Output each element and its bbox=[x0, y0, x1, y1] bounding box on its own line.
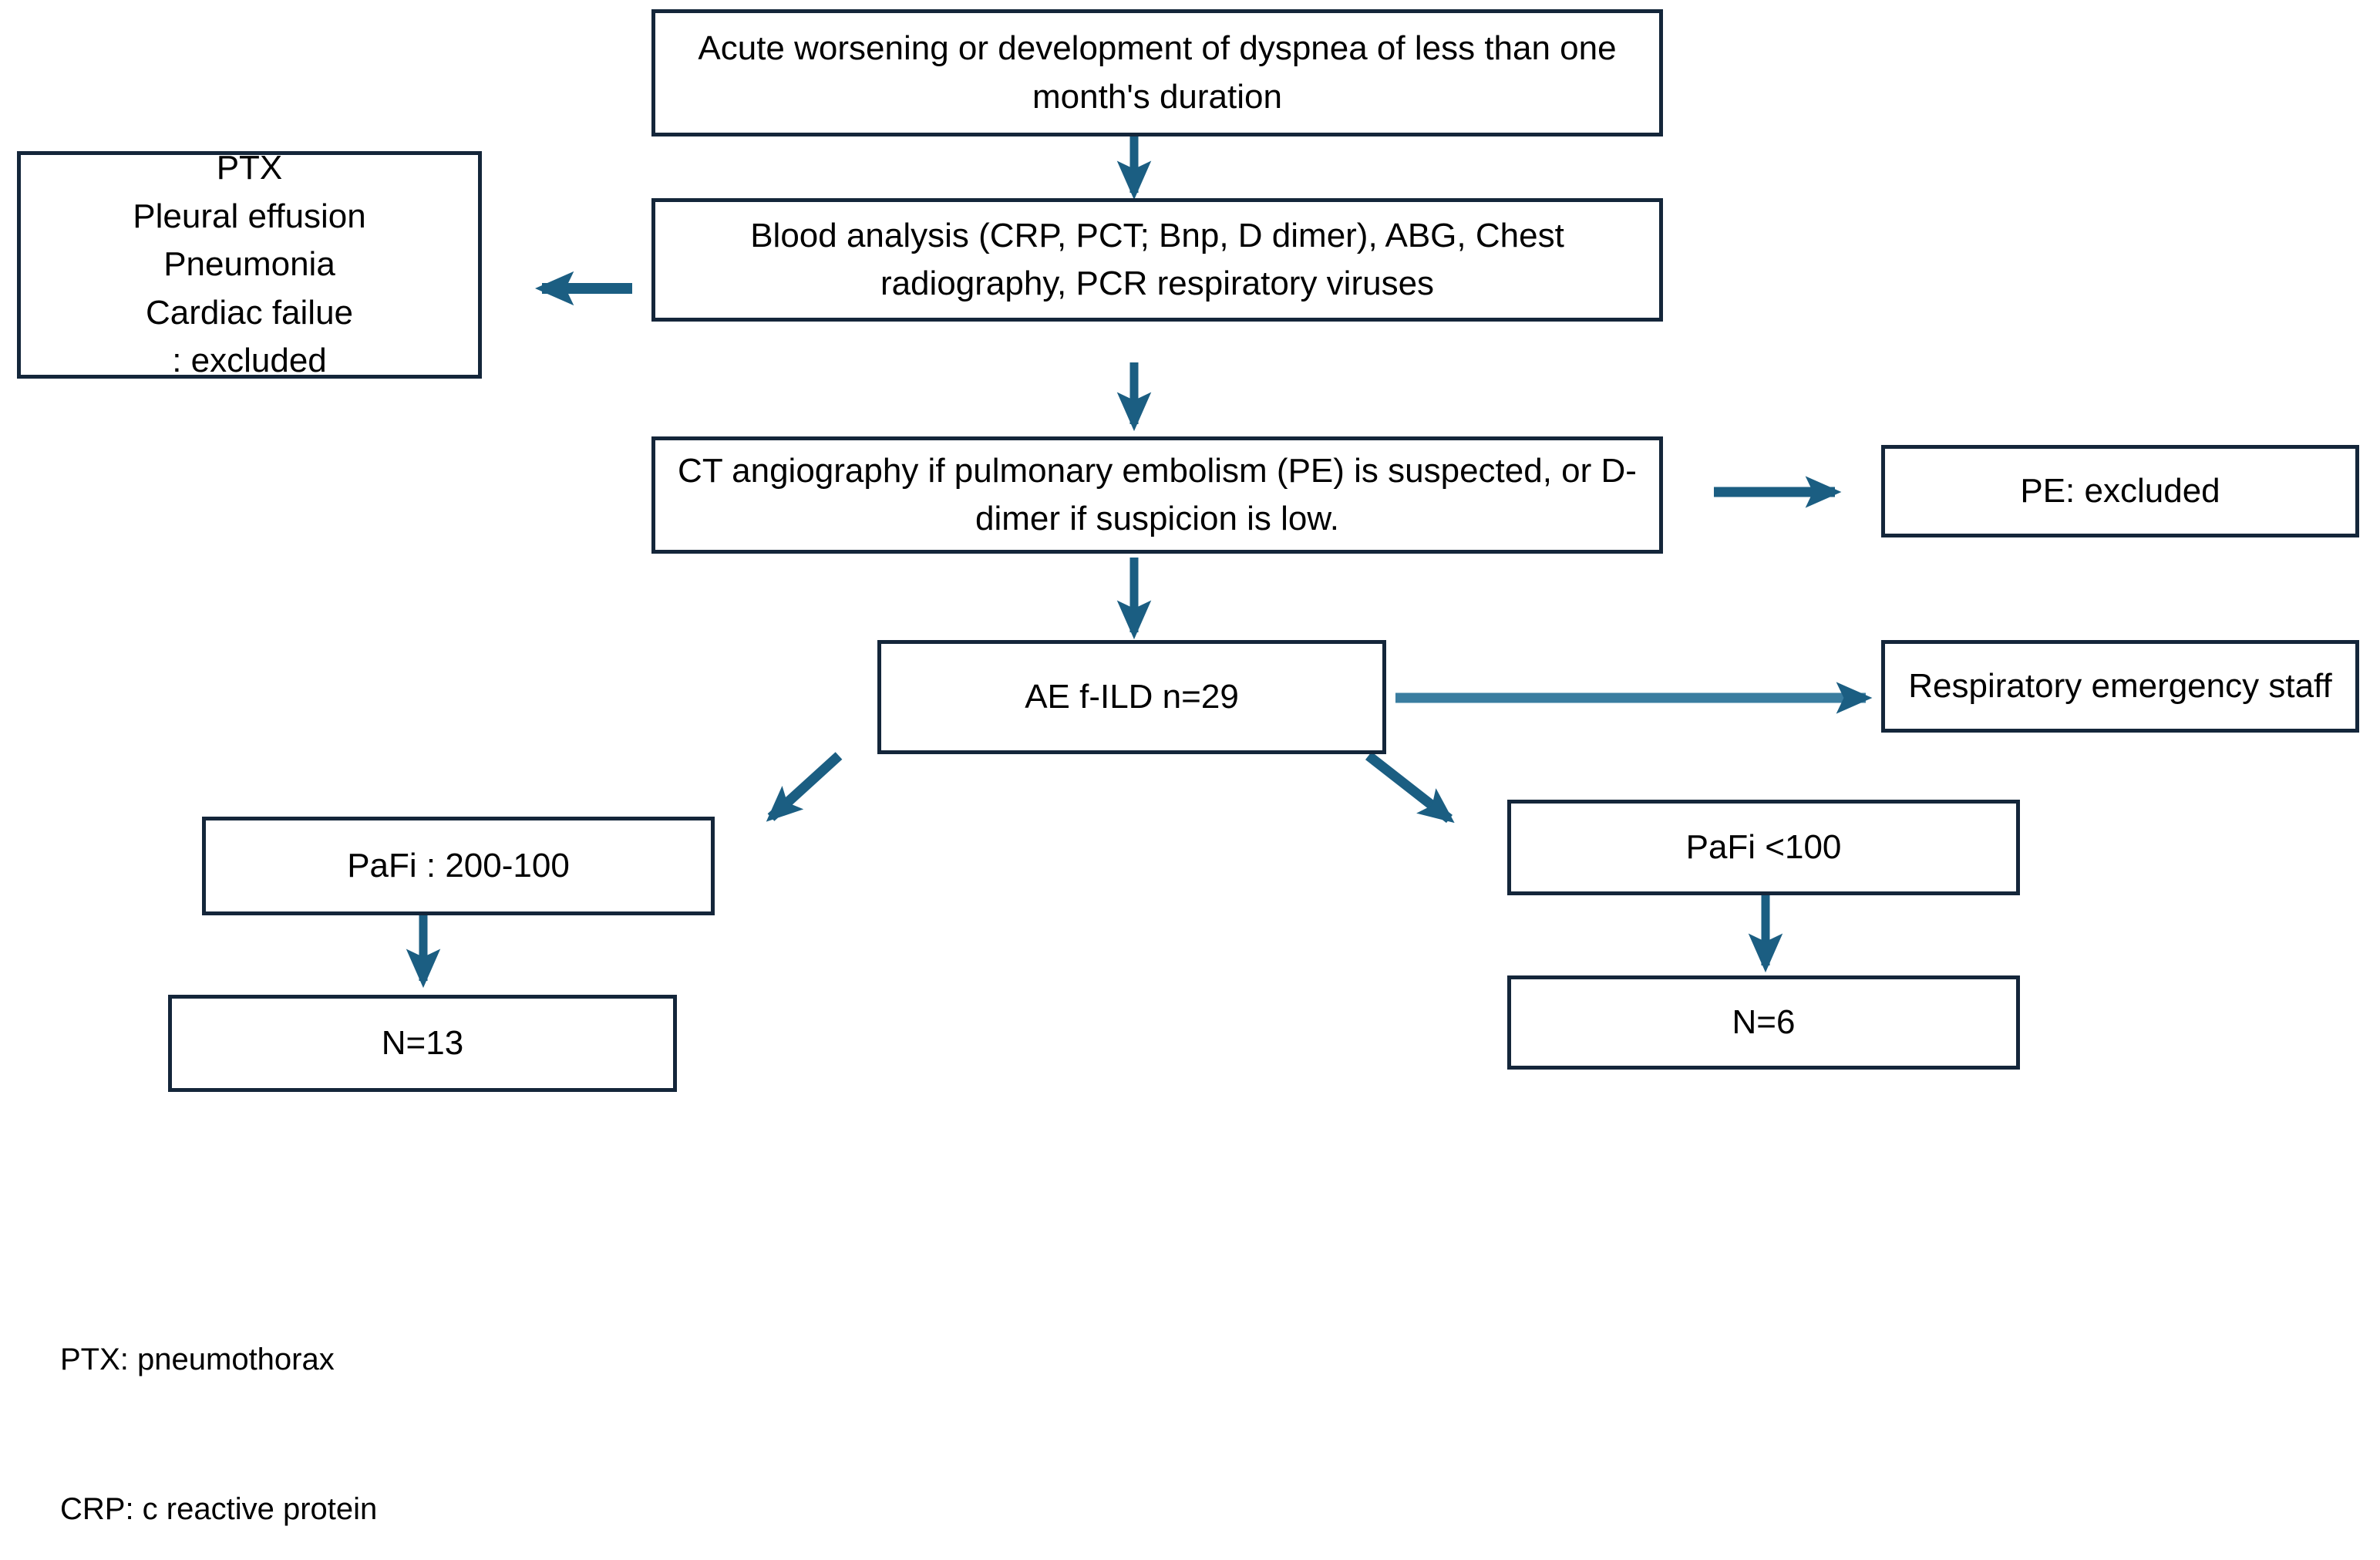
node-workup-label: Blood analysis (CRP, PCT; Bnp, D dimer),… bbox=[750, 216, 1564, 302]
node-trigger[interactable]: Acute worsening or development of dyspne… bbox=[651, 9, 1663, 136]
node-pe-assessment[interactable]: CT angiography if pulmonary embolism (PE… bbox=[651, 436, 1663, 554]
node-pafi-moderate[interactable]: PaFi : 200-100 bbox=[202, 817, 715, 915]
node-pafi-moderate-label: PaFi : 200-100 bbox=[347, 846, 570, 884]
node-pe-assessment-label: CT angiography if pulmonary embolism (PE… bbox=[678, 451, 1637, 537]
node-pe-excluded[interactable]: PE: excluded bbox=[1881, 445, 2359, 537]
node-pe-excluded-label: PE: excluded bbox=[2020, 471, 2220, 510]
legend-item-ptx: PTX: pneumothorax bbox=[60, 1342, 335, 1376]
connector-ae-fild-to-pafi-moderate bbox=[766, 752, 843, 822]
node-n-severe-label: N=6 bbox=[1732, 1002, 1796, 1041]
node-excluded-differentials-label: PTX Pleural effusion Pneumonia Cardiac f… bbox=[133, 149, 366, 380]
node-resp-emergency-staff-label: Respiratory emergency staff bbox=[1908, 666, 2332, 705]
node-ae-fild[interactable]: AE f-ILD n=29 bbox=[877, 640, 1386, 754]
node-excluded-differentials[interactable]: PTX Pleural effusion Pneumonia Cardiac f… bbox=[17, 149, 482, 379]
node-n-moderate-label: N=13 bbox=[381, 1023, 464, 1062]
abbreviations-legend: PTX: pneumothorax CRP: c reactive protei… bbox=[60, 1235, 476, 1560]
node-pafi-severe-label: PaFi <100 bbox=[1685, 827, 1842, 866]
node-resp-emergency-staff[interactable]: Respiratory emergency staff bbox=[1881, 640, 2359, 733]
legend-item-crp: CRP: c reactive protein bbox=[60, 1491, 378, 1526]
node-ae-fild-label: AE f-ILD n=29 bbox=[1025, 677, 1239, 716]
node-n-moderate[interactable]: N=13 bbox=[168, 995, 677, 1092]
node-workup[interactable]: Blood analysis (CRP, PCT; Bnp, D dimer),… bbox=[651, 198, 1663, 322]
node-trigger-label: Acute worsening or development of dyspne… bbox=[698, 29, 1617, 116]
node-n-severe[interactable]: N=6 bbox=[1507, 975, 2020, 1070]
connector-ae-fild-to-pafi-severe bbox=[1365, 751, 1455, 824]
node-pafi-severe[interactable]: PaFi <100 bbox=[1507, 800, 2020, 895]
